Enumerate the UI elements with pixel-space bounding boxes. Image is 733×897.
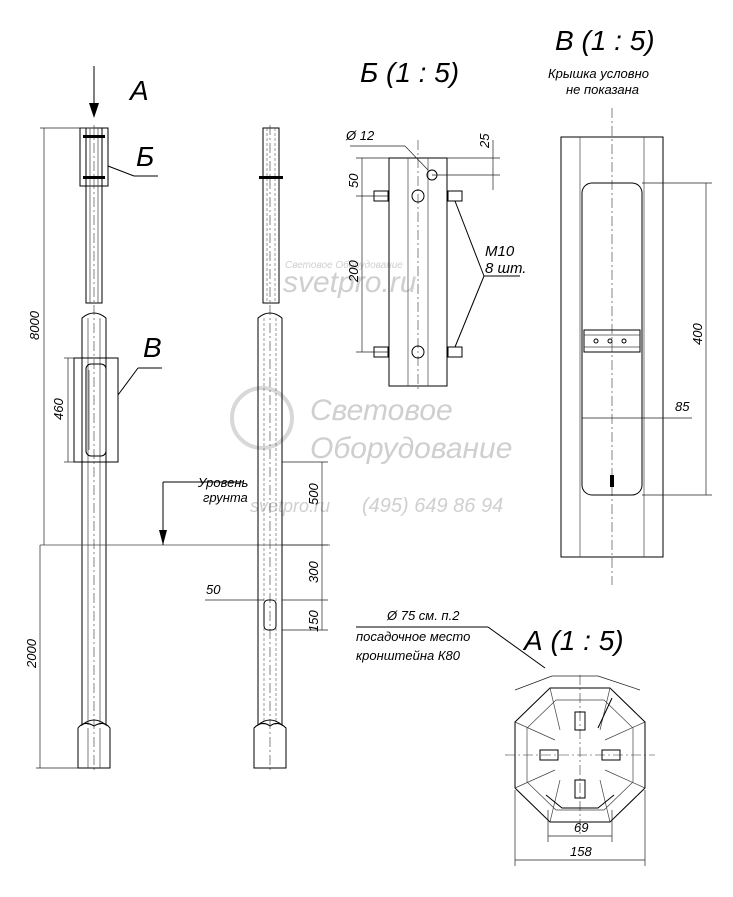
seat-note-1: Ø 75 см. п.2 — [386, 608, 460, 623]
detail-v-title: В (1 : 5) — [555, 25, 655, 56]
dim-buried-depth: 2000 — [24, 638, 39, 669]
detail-b-marker: Б — [136, 141, 154, 172]
detail-a-view: А (1 : 5) Ø 75 см. п.2 посадочное место … — [356, 608, 655, 866]
pole-front-view: А Б В 8000 460 — [24, 66, 330, 770]
dim-hatch-height: 460 — [51, 398, 66, 420]
cover-note-2: не показана — [566, 82, 639, 97]
detail-v-marker: В — [143, 332, 162, 363]
dim-hatch-window: 400 — [690, 323, 705, 345]
seat-note-3: кронштейна К80 — [356, 648, 461, 663]
dim-300: 300 — [306, 561, 321, 583]
dim-150: 150 — [306, 610, 321, 632]
dim-inner-width: 69 — [574, 820, 588, 835]
view-a-marker: А — [128, 75, 149, 106]
dim-total-height: 8000 — [27, 310, 42, 340]
dim-outer-width: 158 — [570, 844, 592, 859]
watermark-small: Световое Оборудование — [285, 259, 403, 271]
dim-bolt-spacing: 200 — [346, 260, 361, 283]
bolts-label-2: 8 шт. — [485, 260, 526, 277]
detail-b-view: Б (1 : 5) Ø 12 25 50 200 М10 8 шт — [345, 57, 526, 392]
watermark-line1: Световое — [310, 394, 453, 427]
detail-v-view: В (1 : 5) Крышка условно не показана 400… — [548, 25, 712, 585]
ground-label-1: Уровень — [197, 475, 249, 490]
bolts-label-1: М10 — [485, 243, 515, 260]
watermark-phone: (495) 649 86 94 — [362, 495, 503, 517]
detail-b-title: Б (1 : 5) — [360, 57, 459, 88]
cover-note-1: Крышка условно — [548, 66, 649, 81]
dim-first-bolt: 50 — [346, 173, 361, 188]
seat-note-2: посадочное место — [356, 629, 470, 644]
dim-top-offset: 25 — [477, 133, 492, 149]
dim-hole-diameter: Ø 12 — [345, 128, 375, 143]
dim-500: 500 — [306, 483, 321, 505]
pole-side-view: 500 300 150 50 — [205, 125, 328, 770]
detail-a-title: А (1 : 5) — [522, 625, 624, 656]
ground-label-2: грунта — [203, 490, 248, 505]
dim-50: 50 — [206, 582, 221, 597]
watermark: Световое Оборудование svetpro.ru (495) 6… — [230, 259, 512, 517]
watermark-line2: Оборудование — [310, 432, 512, 465]
watermark-site: svetpro.ru — [283, 266, 417, 299]
dim-hatch-width: 85 — [675, 399, 690, 414]
